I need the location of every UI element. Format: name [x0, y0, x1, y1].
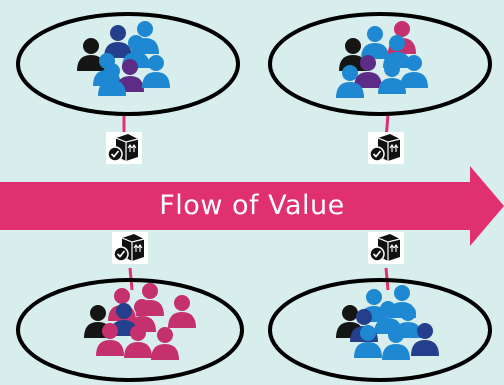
delivered-package-icon	[112, 232, 148, 264]
person-icon	[151, 327, 179, 360]
person-icon	[104, 25, 132, 58]
team-ellipse-bottom-right	[268, 278, 492, 382]
person-icon	[361, 26, 389, 59]
delivered-package-icon	[106, 132, 142, 164]
person-icon	[411, 323, 439, 356]
team-of-people-icon-bottom-left	[16, 278, 244, 382]
person-icon	[354, 325, 382, 358]
person-icon	[77, 38, 105, 71]
delivered-package-icon	[368, 132, 404, 164]
team-groups	[16, 12, 492, 382]
team-of-people-icon-bottom-right	[268, 278, 492, 382]
person-icon	[168, 295, 196, 328]
person-icon	[98, 63, 126, 96]
team-ellipse-top-right	[268, 12, 492, 116]
team-ellipse-top-left	[16, 12, 240, 116]
person-icon	[336, 65, 364, 98]
person-icon	[400, 55, 428, 88]
person-icon	[382, 327, 410, 360]
person-icon	[124, 325, 152, 358]
deliverable-packages	[106, 132, 404, 264]
team-of-people-icon-top-left	[16, 12, 240, 116]
team-ellipse-bottom-left	[16, 278, 244, 382]
person-icon	[128, 299, 156, 332]
team-of-people-icon-top-right	[268, 12, 492, 116]
flow-of-value-arrow	[0, 166, 504, 246]
person-icon	[354, 55, 382, 88]
person-icon	[142, 55, 170, 88]
person-icon	[96, 323, 124, 356]
person-icon	[378, 61, 406, 94]
delivered-package-icon	[368, 232, 404, 264]
